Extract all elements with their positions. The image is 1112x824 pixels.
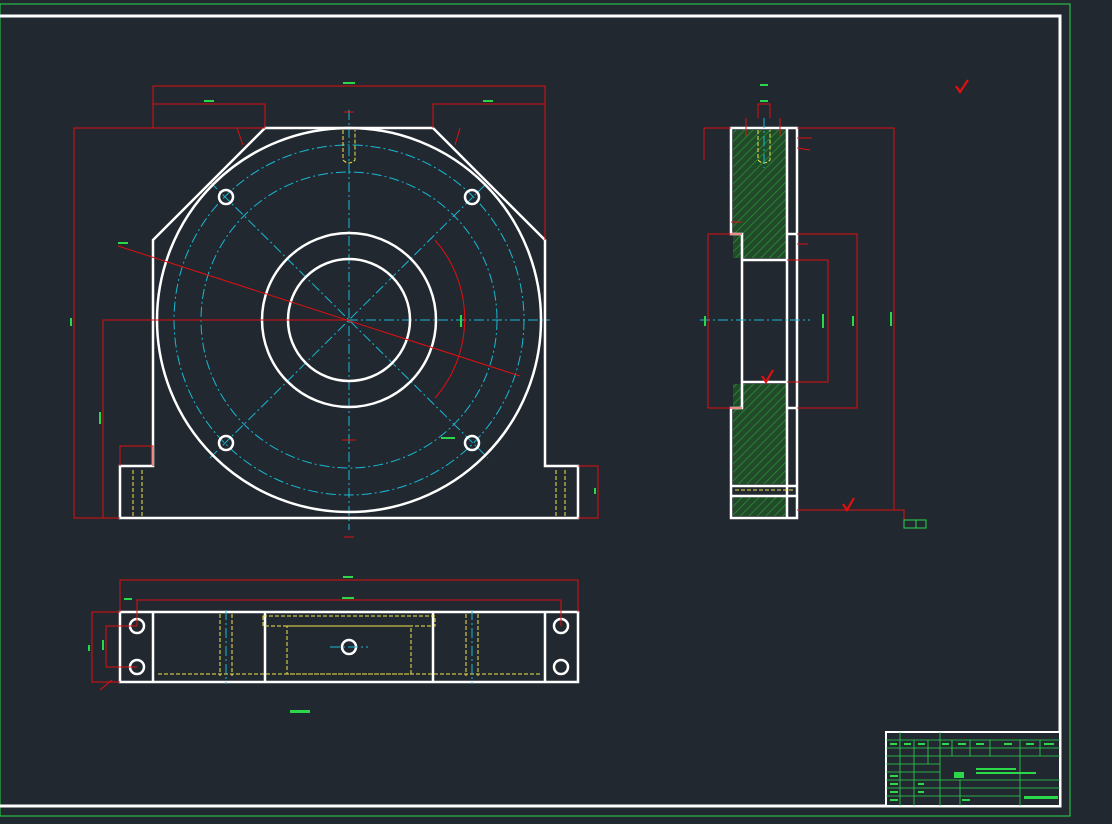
front-hidden-lines [132, 130, 566, 516]
section-view[interactable] [700, 103, 927, 529]
title-block[interactable] [885, 731, 1061, 807]
front-dimensions [73, 85, 599, 538]
top-dimensions [91, 579, 579, 691]
section-centerlines [700, 118, 810, 321]
section-dimensions [703, 103, 905, 526]
datum-box [903, 519, 927, 529]
top-centerlines [225, 610, 473, 684]
front-view[interactable] [73, 85, 599, 538]
surface-finish-symbols [761, 79, 969, 513]
section-hatching [733, 130, 787, 516]
title-block-marks [890, 743, 1058, 801]
drawing-frame [0, 3, 1071, 817]
top-view[interactable] [91, 579, 580, 691]
dimension-text-marks [70, 82, 892, 713]
top-hidden-lines [158, 614, 540, 676]
title-block-grid [886, 732, 1060, 806]
